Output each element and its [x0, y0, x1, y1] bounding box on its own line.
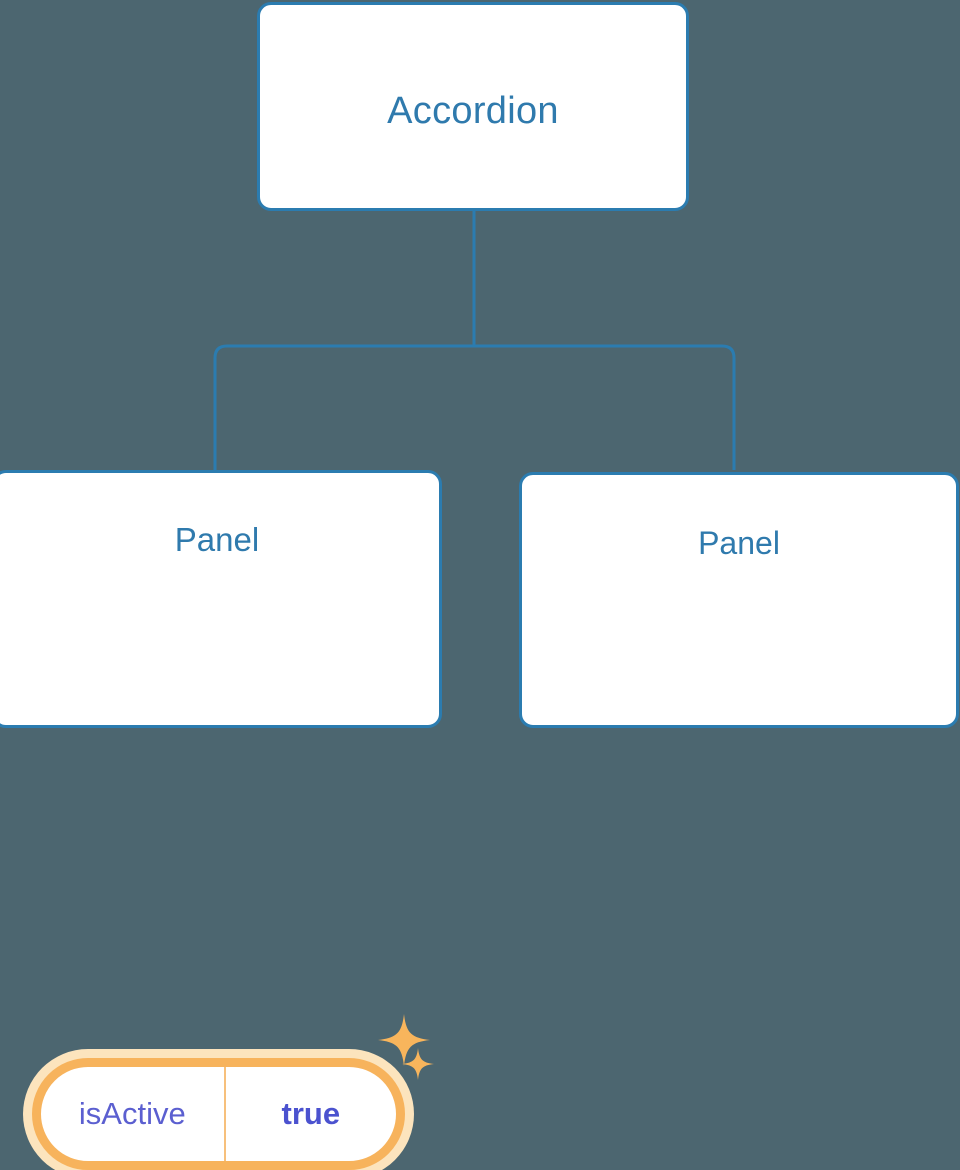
node-panel-inactive-label: Panel — [698, 525, 780, 561]
sparkle-icon — [378, 1014, 430, 1066]
node-panel-active-label: Panel — [174, 521, 260, 558]
prop-value: true — [281, 1096, 341, 1131]
node-accordion[interactable]: Accordion — [257, 2, 689, 211]
connector-branch-bus — [213, 344, 736, 470]
sparkle-icon — [402, 1048, 434, 1080]
node-panel-active[interactable]: Panel isActive true — [0, 470, 442, 1170]
prop-pill-isactive-true[interactable]: isActive true — [32, 1058, 405, 1170]
node-accordion-label: Accordion — [387, 90, 559, 132]
node-panel-inactive[interactable]: Panel isActive false — [519, 472, 959, 728]
prop-key: isActive — [41, 1067, 226, 1161]
